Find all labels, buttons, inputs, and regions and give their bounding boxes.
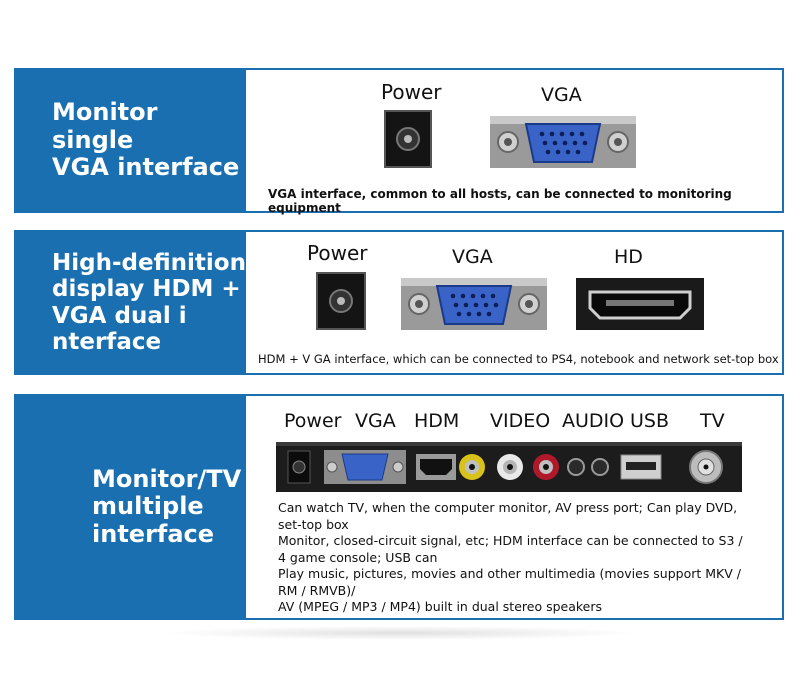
panel-title-line: VGA interface — [52, 153, 240, 182]
panel-title-line: VGA dual i — [52, 302, 187, 329]
hdmi-port-icon — [576, 278, 704, 330]
caption-line: set-top box — [278, 516, 349, 532]
caption-line: Monitor, closed-circuit signal, etc; HDM… — [278, 533, 743, 548]
floor-shadow — [160, 626, 640, 640]
port-label-vga: VGA — [355, 410, 396, 432]
port-label-video: VIDEO — [490, 410, 551, 432]
panel-caption: VGA interface, common to all hosts, can … — [268, 187, 732, 215]
port-label-audio: AUDIO — [562, 410, 625, 432]
caption-line: RM / RMVB)/ — [278, 582, 356, 598]
rear-port-strip-icon — [276, 442, 742, 492]
caption-line: AV (MPEG / MP3 / MP4) built in dual ster… — [278, 599, 602, 614]
port-label-usb: USB — [630, 410, 670, 432]
panel-title-block: High-definition display HDM + VGA dual i… — [16, 232, 246, 373]
port-label-tv: TV — [700, 410, 725, 432]
port-label-hd: HD — [614, 246, 643, 268]
panel-caption: HDM + V GA interface, which can be conne… — [258, 352, 779, 366]
panel-title-line: Monitor single — [52, 98, 158, 154]
port-label-power: Power — [381, 80, 442, 104]
caption-line: 4 game console; USB can — [278, 549, 438, 565]
port-label-hdm: HDM — [414, 410, 460, 432]
panel-title-line: High-definition — [52, 250, 246, 277]
panel-title-block: Monitor single VGA interface — [16, 70, 246, 211]
port-label-vga: VGA — [541, 84, 582, 106]
panel-title-line: nterface — [52, 328, 162, 355]
caption-line: Play music, pictures, movies and other m… — [278, 566, 741, 581]
panel-monitor-tv: Monitor/TV multiple interface Power VGA … — [14, 394, 784, 620]
panel-title-line: display HDM + — [52, 276, 241, 303]
panel-single-vga: Monitor single VGA interface Power VGA V… — [14, 68, 784, 215]
panel-title-line: multiple — [92, 492, 204, 521]
port-label-power: Power — [284, 410, 342, 432]
panel-title-block: Monitor/TV multiple interface — [16, 396, 246, 618]
vga-port-icon — [401, 278, 547, 330]
port-label-power: Power — [307, 241, 368, 265]
power-port-icon — [384, 110, 432, 168]
panel-title-line: Monitor/TV — [92, 464, 242, 493]
power-port-icon — [316, 272, 366, 330]
port-label-vga: VGA — [452, 246, 493, 268]
panel-title-line: interface — [92, 519, 215, 548]
panel-hdm-vga: High-definition display HDM + VGA dual i… — [14, 230, 784, 375]
vga-port-icon — [490, 116, 636, 168]
caption-line: Can watch TV, when the computer monitor,… — [278, 500, 738, 515]
panel-caption: Can watch TV, when the computer monitor,… — [278, 500, 743, 616]
